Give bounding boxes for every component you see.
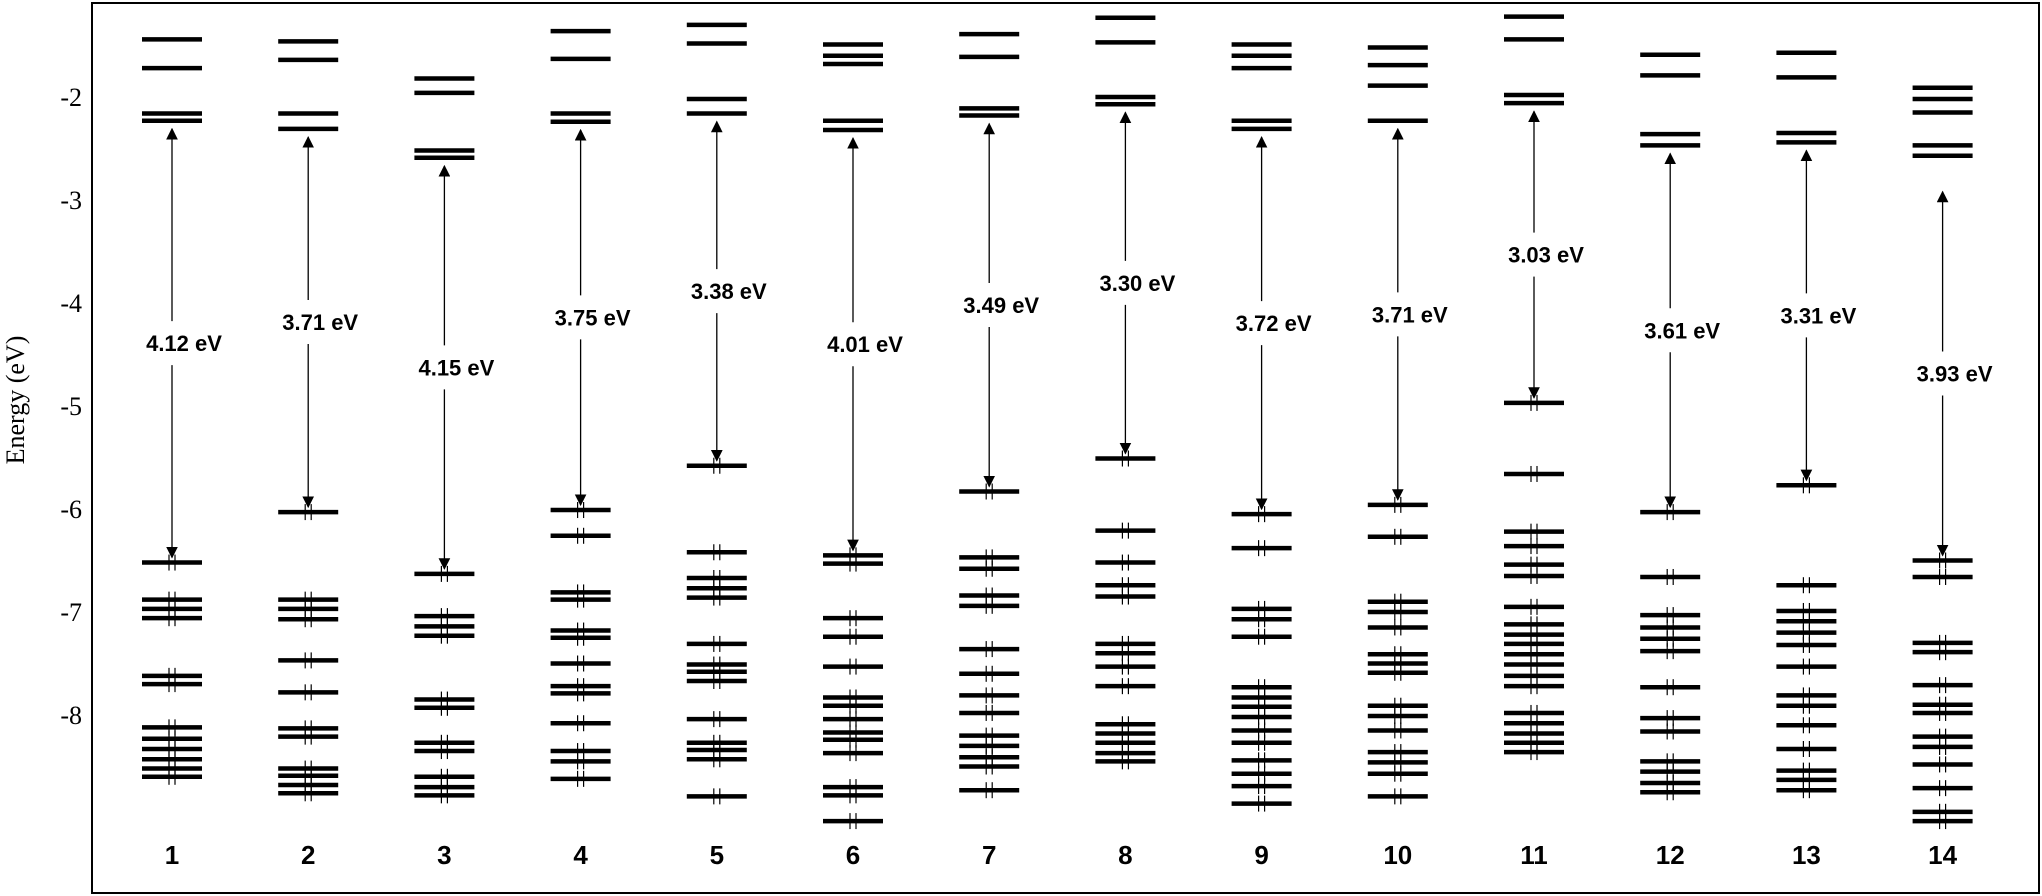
column-5: 3.38 eV 5 [686,22,767,870]
y-tick-label: -4 [60,289,82,318]
gap-label: 4.01 eV [827,332,903,357]
column-label: 6 [846,840,860,870]
gap-label: 4.15 eV [418,355,494,380]
gap-label: 3.31 eV [1780,303,1856,328]
gap-label: 3.71 eV [282,310,358,335]
y-axis-label: Energy (eV) [1,336,30,465]
gap-label: 3.30 eV [1099,271,1175,296]
column-2: 3.71 eV 2 [278,39,358,870]
y-tick-label: -8 [60,701,82,730]
column-label: 11 [1520,840,1548,870]
level-columns: 4.12 eV 1 3.71 eV 2 4.15 eV 3 3.75 eV 4 3.38 eV 5… [142,14,1993,870]
gap-label: 3.71 eV [1372,302,1448,327]
column-label: 12 [1656,840,1685,870]
column-8: 3.30 eV 8 [1095,15,1176,870]
column-label: 9 [1254,840,1268,870]
gap-label: 3.03 eV [1508,243,1584,268]
y-tick-label: -3 [60,186,82,215]
gap-label: 3.38 eV [691,279,767,304]
column-3: 4.15 eV 3 [414,76,495,870]
plot-frame [91,2,2040,894]
gap-label: 3.72 eV [1236,311,1312,336]
column-label: 14 [1928,840,1957,870]
column-11: 3.03 eV 11 [1504,14,1584,870]
gap-label: 3.49 eV [963,293,1039,318]
column-7: 3.49 eV 7 [959,31,1039,870]
column-label: 8 [1118,840,1132,870]
column-label: 1 [165,840,179,870]
y-axis: -2 -3 -4 -5 -6 -7 -8 [60,83,82,730]
column-4: 3.75 eV 4 [550,28,631,870]
column-13: 3.31 eV 13 [1776,50,1857,870]
y-tick-label: -7 [60,598,82,627]
column-1: 4.12 eV 1 [142,37,222,870]
gap-label: 3.93 eV [1917,362,1993,387]
column-label: 4 [573,840,588,870]
y-tick-label: -5 [60,392,82,421]
y-tick-label: -2 [60,83,82,112]
gap-label: 3.75 eV [555,305,631,330]
column-label: 5 [710,840,724,870]
column-label: 13 [1792,840,1821,870]
column-label: 10 [1383,840,1412,870]
column-14: 3.93 eV 14 [1912,85,1993,870]
column-label: 2 [301,840,315,870]
gap-label: 4.12 eV [146,331,222,356]
column-12: 3.61 eV 12 [1640,52,1720,870]
column-label: 7 [982,840,996,870]
column-9: 3.72 eV 9 [1231,42,1312,870]
column-6: 4.01 eV 6 [823,42,903,870]
y-tick-label: -6 [60,495,82,524]
gap-label: 3.61 eV [1644,318,1720,343]
column-label: 3 [437,840,451,870]
column-10: 3.71 eV 10 [1367,45,1448,870]
